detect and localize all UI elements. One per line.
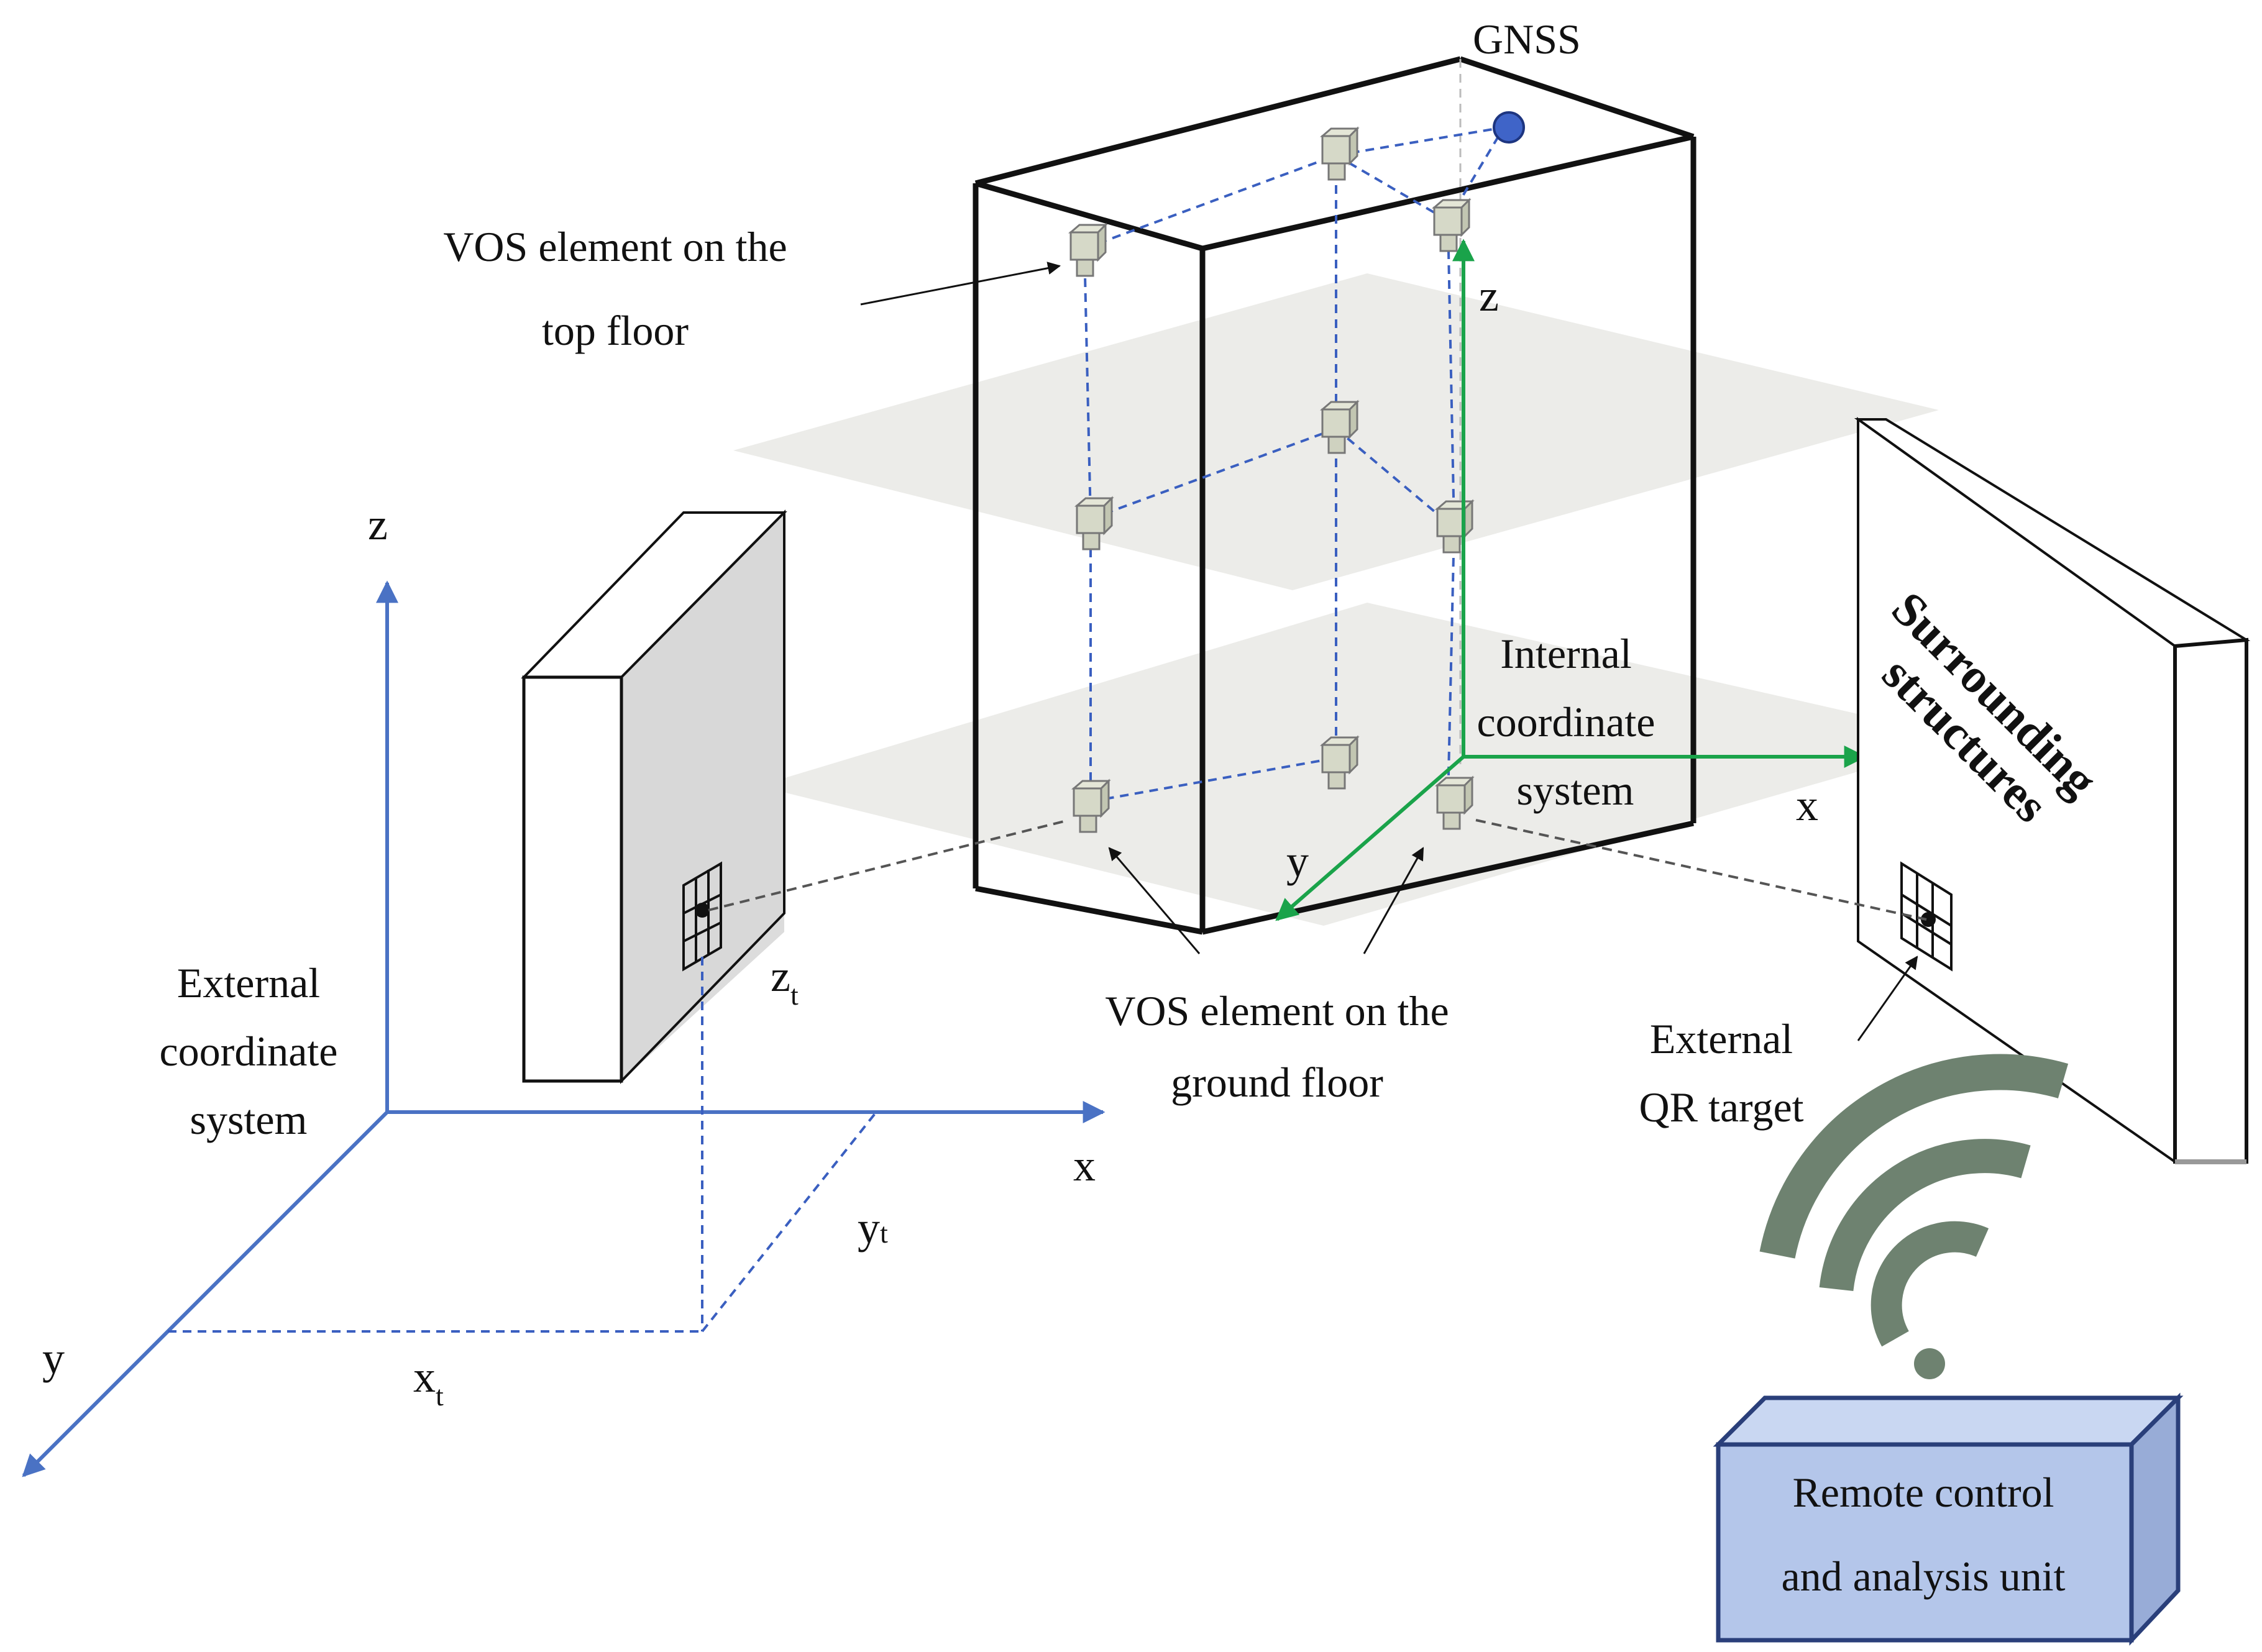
- zt-label: zt: [771, 951, 799, 1011]
- vos-camera-icon: [1069, 224, 1107, 277]
- qr-target-label-line1: External: [1650, 1015, 1793, 1062]
- external-cs-label-line1: External: [177, 959, 320, 1006]
- external-x-axis-label: x: [1073, 1141, 1096, 1190]
- sight-lines: [708, 819, 1927, 921]
- internal-x-axis-label: x: [1796, 780, 1818, 830]
- qr-target-icon: [682, 861, 722, 972]
- leader-arrows: [860, 262, 1918, 1041]
- remote-unit-box: [1713, 1392, 2184, 1646]
- qr-target-label-line2: QR target: [1639, 1084, 1803, 1131]
- external-z-axis-label: z: [368, 500, 388, 549]
- target-projection-lines: [168, 957, 877, 1333]
- wifi-icon: [1759, 1054, 2069, 1379]
- external-cs-label-line3: system: [190, 1096, 308, 1143]
- external-cs-label-line2: coordinate: [160, 1028, 338, 1075]
- right-surrounding-wall: [1854, 417, 2251, 1164]
- gnss-antenna-icon: [1493, 111, 1525, 144]
- yt-label: yt: [858, 1203, 888, 1253]
- left-target-wall: [521, 509, 787, 1084]
- external-y-axis-label: y: [42, 1333, 65, 1383]
- building-box: [973, 56, 1696, 935]
- remote-unit-label-line2: and analysis unit: [1781, 1553, 2065, 1600]
- vos-top-label-line2: top floor: [542, 307, 689, 354]
- internal-y-axis-label: y: [1286, 836, 1309, 886]
- remote-unit-label-line1: Remote control: [1792, 1469, 2054, 1516]
- vos-camera-icon: [1321, 127, 1358, 181]
- vos-ground-label-line2: ground floor: [1171, 1059, 1383, 1106]
- internal-axes: [1275, 239, 1867, 921]
- external-axes: [22, 580, 1106, 1477]
- internal-z-axis-label: z: [1479, 271, 1499, 321]
- internal-cs-label-line1: Internal: [1500, 630, 1631, 677]
- floor-planes: [733, 273, 1970, 926]
- internal-cs-label-line2: coordinate: [1477, 698, 1655, 746]
- camera-links: [1083, 126, 1505, 803]
- internal-cs-label-line3: system: [1517, 767, 1634, 814]
- vos-ground-label-line1: VOS element on the: [1105, 987, 1449, 1034]
- ground-floor-plane: [758, 603, 1970, 926]
- xt-label: xt: [413, 1352, 444, 1412]
- vos-top-label-line1: VOS element on the: [443, 223, 787, 270]
- gnss-label: GNSS: [1473, 16, 1581, 63]
